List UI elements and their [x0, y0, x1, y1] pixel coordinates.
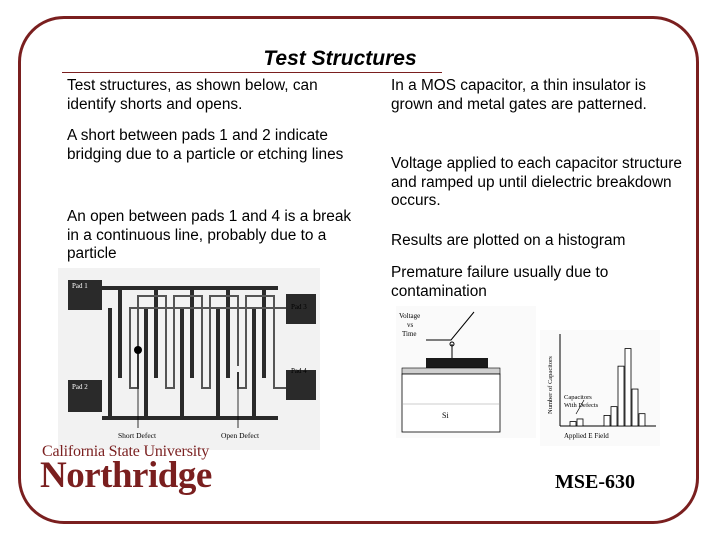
left-paragraph-2: A short between pads 1 and 2 indicate br…	[67, 127, 344, 163]
silicon-substrate	[401, 373, 501, 433]
right-paragraph-3: Results are plotted on a histogram	[391, 232, 626, 249]
open-defect-gap	[234, 366, 242, 372]
breakdown-histogram: Number of Capacitors Capacitors With Def…	[540, 330, 660, 446]
right-paragraph-1: In a MOS capacitor, a thin insulator is …	[391, 77, 647, 113]
slide-frame	[18, 16, 699, 524]
right-paragraph-4: Premature failure usually due to contami…	[391, 264, 609, 300]
voltage-label-line3: Time	[402, 330, 417, 338]
left-paragraph-3: An open between pads 1 and 4 is a break …	[67, 208, 352, 262]
voltage-label-line2: vs	[407, 321, 414, 329]
pad-3-label: Pad 3	[291, 303, 307, 311]
pad-2-label: Pad 2	[72, 383, 88, 391]
pad-1	[68, 280, 102, 310]
histogram-bar	[638, 413, 646, 427]
left-paragraph-1: Test structures, as shown below, can ide…	[67, 77, 318, 113]
comb-bottom	[102, 308, 278, 420]
defect-bar	[569, 421, 577, 427]
pad-2	[68, 380, 102, 412]
voltage-label-line1: Voltage	[399, 312, 420, 320]
histogram-bar	[610, 406, 618, 427]
slide-title: Test Structures	[263, 47, 417, 70]
pad-1-label: Pad 1	[72, 282, 88, 290]
university-name: Northridge	[40, 455, 212, 496]
course-code: MSE-630	[555, 471, 635, 493]
defect-bar	[576, 418, 584, 427]
right-paragraph-2: Voltage applied to each capacitor struct…	[391, 155, 682, 209]
pad-4	[286, 370, 316, 400]
voltage-ramp	[426, 311, 475, 341]
defect-bars	[569, 418, 584, 427]
pad-3	[286, 294, 316, 324]
short-defect-marker	[134, 346, 142, 354]
substrate-label: Si	[442, 411, 449, 420]
test-structure-figure: Pad 1 Pad 2 Pad 3 Pad 4 Short Defect Ope…	[58, 268, 320, 450]
histogram-x-label: Applied E Field	[564, 432, 609, 440]
mos-capacitor-figure: Voltage vs Time Si	[396, 306, 536, 438]
histogram-bar	[603, 415, 611, 427]
histogram-bar	[631, 388, 639, 427]
histogram-bars	[603, 348, 646, 427]
open-defect-label: Open Defect	[221, 431, 260, 440]
metal-gate	[426, 358, 488, 368]
title-underline	[62, 72, 442, 73]
histogram-bar	[624, 348, 632, 427]
defects-label-line2: With Defects	[564, 402, 599, 409]
comb-top	[102, 286, 278, 378]
oxide-layer	[401, 367, 501, 375]
defects-label-line1: Capacitors	[564, 394, 592, 401]
university-line: California State University	[42, 443, 210, 460]
histogram-bar	[617, 365, 625, 427]
pad-4-label: Pad 4	[291, 367, 307, 375]
histogram-y-label: Number of Capacitors	[547, 356, 554, 414]
short-defect-label: Short Defect	[118, 431, 157, 440]
